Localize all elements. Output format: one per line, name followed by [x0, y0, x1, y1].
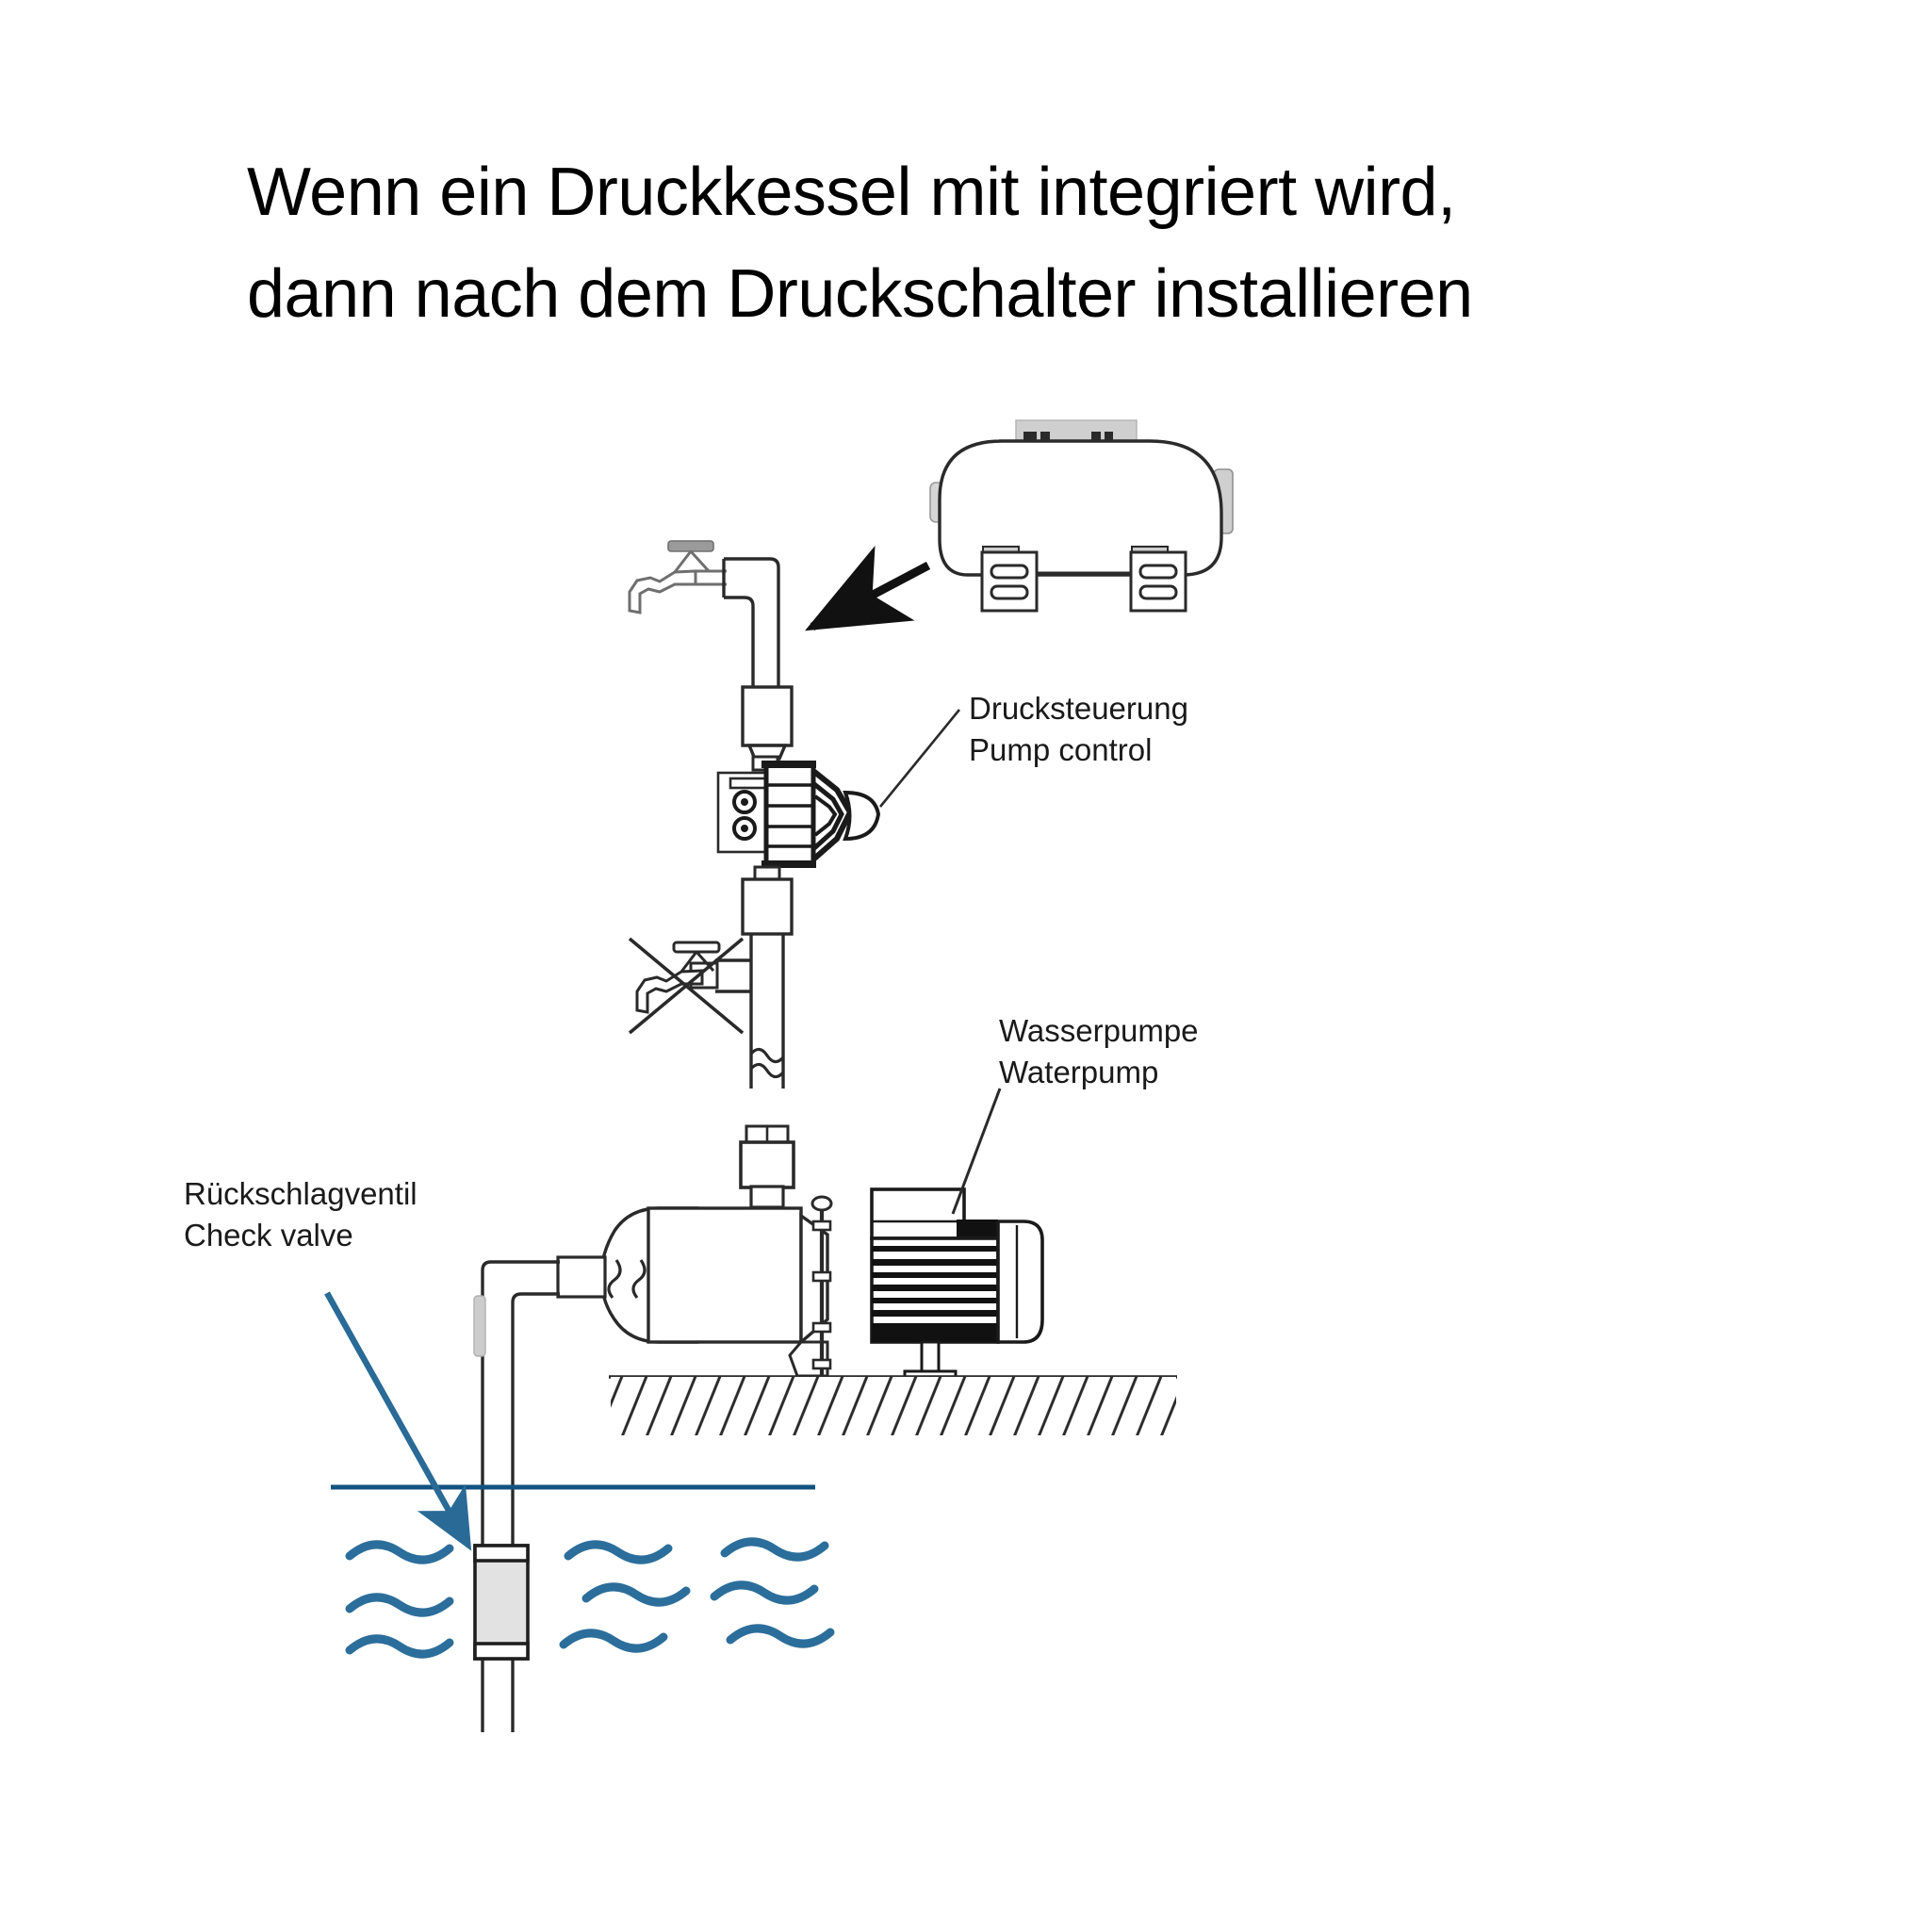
control-fin-mid [812, 782, 844, 850]
wave-1-1 [345, 1540, 454, 1564]
ground-hatch-fill [611, 1377, 1176, 1435]
crossed-out-drain-valve [628, 937, 751, 1035]
cross-stroke-2 [628, 937, 745, 1035]
riser-pipe [749, 934, 785, 1089]
motor-cooling-fins [872, 1246, 998, 1342]
page-title: Wenn ein Druckkessel mit integriert wird… [247, 141, 1755, 345]
faucet-spout [628, 569, 697, 614]
motor-terminal-shadow [957, 1220, 998, 1238]
ground-hatching [609, 1375, 1177, 1435]
control-body [763, 762, 816, 867]
check-valve-top-collar [473, 1544, 530, 1563]
faucet-stem [673, 549, 711, 573]
drain-valve-spout [635, 969, 704, 1014]
tie-rod-nut-1 [811, 1220, 832, 1232]
callout-check-valve-en: Check valve [184, 1218, 353, 1253]
water-waves [345, 1537, 835, 1659]
suction-break-upper [607, 1259, 622, 1300]
control-fin-inner [813, 794, 838, 837]
tie-rod-nut-2 [811, 1270, 832, 1283]
leader-line-waterpump [951, 1088, 1002, 1215]
tank-band-mark-2 [1040, 432, 1050, 445]
callout-waterpump-en: Waterpump [999, 1055, 1159, 1089]
callout-pump-control-de: Drucksteuerung [969, 691, 1188, 726]
motor-terminal-box [870, 1187, 966, 1240]
wave-1-3 [345, 1634, 454, 1659]
check-valve-bottom-collar [473, 1642, 530, 1661]
callout-check-valve: Rückschlagventil Check valve [184, 1173, 418, 1256]
title-line-1: Wenn ein Druckkessel mit integriert wird… [247, 155, 1456, 230]
suction-break-lower [631, 1259, 647, 1300]
pump-inlet-stub [556, 1255, 607, 1299]
wave-3-3 [726, 1624, 835, 1648]
tie-rod-nut-4 [811, 1358, 832, 1370]
pressure-control-unit [716, 761, 881, 868]
pipe-inner-top [724, 596, 755, 686]
pump-discharge-coupling [739, 1124, 795, 1209]
control-end-cap [843, 790, 881, 842]
wave-1-2 [345, 1593, 454, 1617]
pipe-outer-top [724, 557, 780, 686]
submerged-check-valve [473, 1544, 530, 1661]
suction-outer-wall [481, 1260, 560, 1732]
pump-coupling-nipple [749, 1185, 785, 1209]
control-top-edge [761, 761, 816, 768]
wave-2-1 [564, 1540, 673, 1564]
wave-2-2 [581, 1582, 691, 1607]
drain-valve-handle [672, 941, 721, 954]
tie-rod-cap [810, 1195, 833, 1212]
outlet-faucet [628, 540, 727, 614]
water-pump-with-motor [556, 1187, 1044, 1386]
tank-pointer-arrow [805, 545, 931, 631]
check-valve-body [473, 1544, 530, 1661]
pressure-tank [929, 419, 1234, 613]
riser-break-top [749, 1047, 785, 1064]
tank-foot-left [980, 546, 1039, 613]
suction-inner-wall [511, 1292, 560, 1732]
discharge-pipe-top [722, 557, 780, 686]
wave-2-3 [559, 1629, 668, 1653]
check-valve-pointer-arrow [324, 1291, 472, 1551]
control-panel-slot [729, 777, 768, 790]
tank-band-mark-3 [1091, 432, 1101, 445]
tie-rod-nut-3 [811, 1321, 832, 1334]
callout-pump-control: Drucksteuerung Pump control [969, 688, 1188, 771]
control-button-upper-dot [741, 798, 748, 806]
callout-waterpump-de: Wasserpumpe [999, 1013, 1199, 1048]
faucet-handle [667, 540, 714, 552]
control-bottom-edge [761, 860, 816, 868]
motor-end-shield [996, 1220, 1044, 1344]
callout-waterpump: Wasserpumpe Waterpump [999, 1010, 1199, 1093]
upper-coupling [741, 685, 794, 772]
callout-check-valve-de: Rückschlagventil [184, 1176, 418, 1211]
lower-coupling [741, 865, 794, 936]
valve-tee-branch [715, 958, 751, 993]
title-line-2: dann nach dem Druckschalter installieren [247, 256, 1473, 332]
suction-pipe [473, 1259, 647, 1732]
coupling-body-upper [741, 685, 794, 747]
wave-3-1 [720, 1537, 829, 1562]
motor-foot-post [920, 1340, 941, 1376]
callout-pump-control-en: Pump control [969, 732, 1153, 767]
pump-coupling-body [739, 1140, 795, 1189]
tank-band-mark-4 [1105, 432, 1113, 445]
control-button-lower-dot [741, 825, 748, 832]
riser-break-bottom [749, 1062, 785, 1079]
suction-sleeve-marker [473, 1295, 486, 1357]
leader-line-pump-control [878, 709, 961, 808]
tank-foot-right [1129, 546, 1187, 613]
coupling-body-lower [741, 877, 794, 936]
pump-barrel [647, 1206, 803, 1344]
wave-3-2 [710, 1580, 819, 1605]
